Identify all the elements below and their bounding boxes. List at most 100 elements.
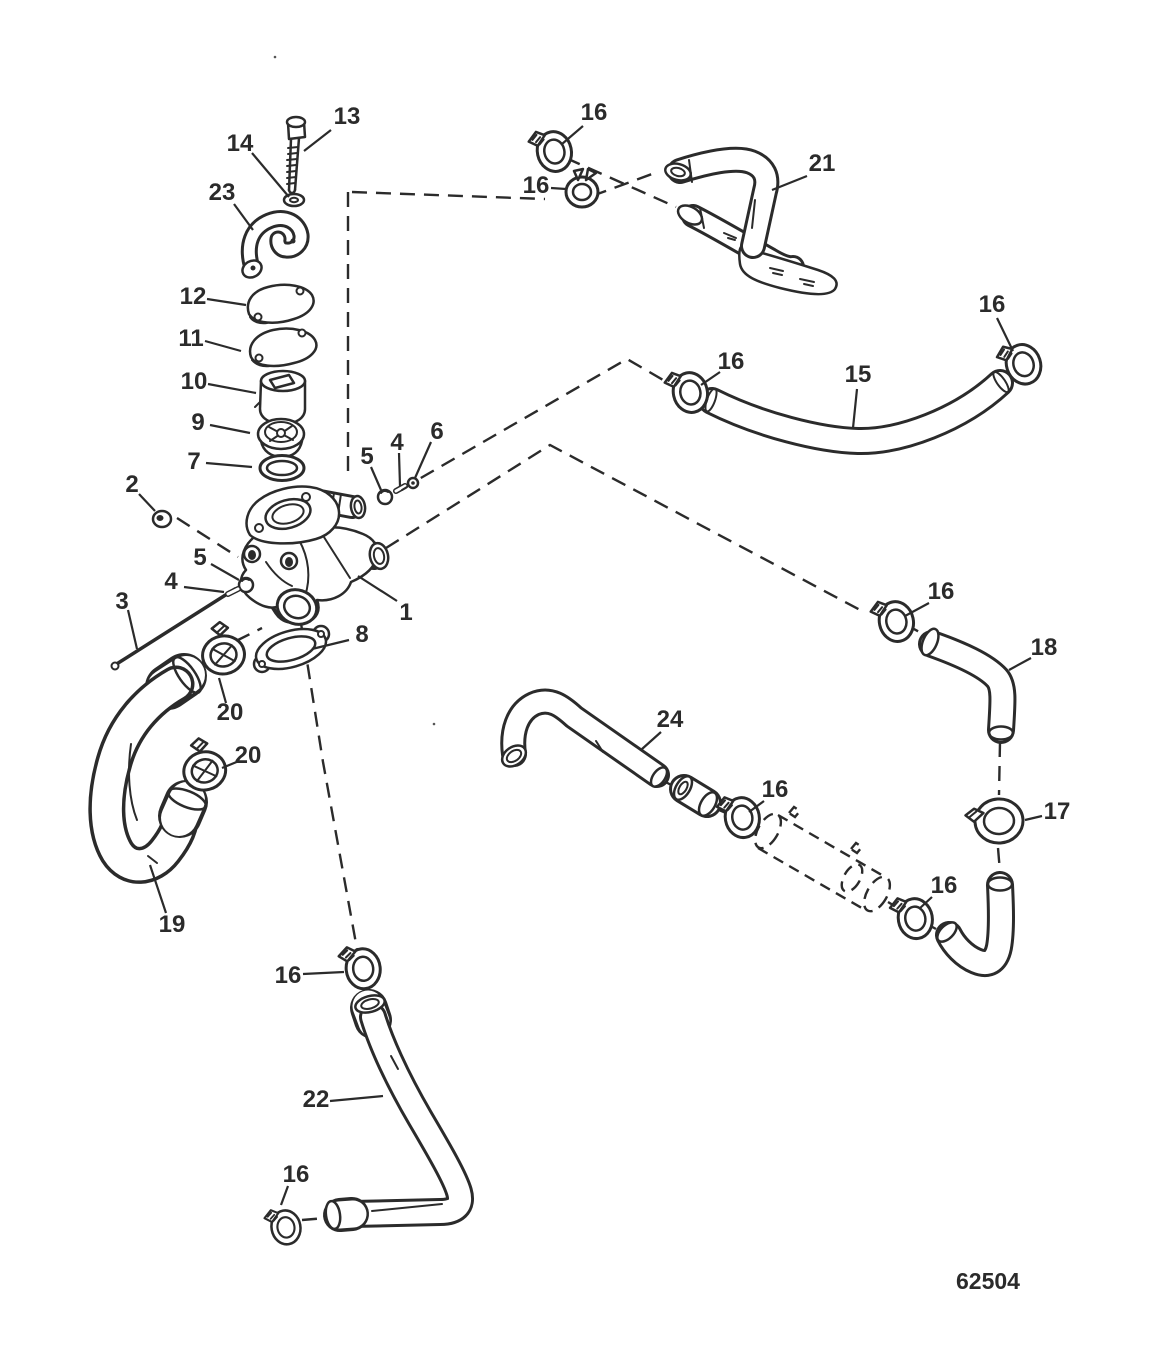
callout-21: 21	[809, 150, 836, 177]
leader-line-4	[183, 585, 225, 594]
callout-19: 19	[159, 911, 186, 938]
callout-9: 9	[191, 409, 204, 436]
part-21-hose-detail	[670, 166, 686, 178]
ghost-cylinder-lower-edge	[757, 846, 868, 913]
callout-16: 16	[581, 99, 608, 126]
part-12-gasket-detail	[249, 316, 268, 325]
leader-line-16	[279, 1185, 290, 1206]
callout-16: 16	[979, 291, 1006, 318]
part-9-thermostat	[256, 417, 306, 459]
part-1-thermostat-housing-detail	[285, 557, 293, 567]
leader-line-10	[207, 382, 257, 395]
leader-line-20	[217, 677, 228, 704]
part-19-hose-detail	[91, 669, 197, 881]
part-9-thermostat-detail	[264, 421, 298, 443]
part-24-hose	[500, 688, 670, 788]
housing-crease-2	[265, 561, 293, 587]
part-8-gasket	[252, 624, 331, 674]
part-15-hose	[698, 369, 1014, 456]
part-18-hose	[918, 627, 1017, 744]
part-10-sleeve-detail	[254, 401, 261, 408]
callout-3: 3	[115, 588, 128, 615]
speck	[273, 55, 277, 59]
part-5-ball-upper-detail	[380, 490, 389, 494]
leader-line-4	[397, 452, 402, 487]
part-12-gasket	[246, 283, 315, 325]
leader-line-1	[357, 575, 398, 602]
callout-2: 2	[125, 471, 138, 498]
callout-1: 1	[399, 599, 412, 626]
callout-23: 23	[209, 179, 236, 206]
leader-line-5	[210, 563, 240, 581]
part-14-washer-detail	[289, 196, 299, 204]
leader-line-23	[233, 203, 254, 231]
part-2-plug	[151, 509, 173, 529]
callout-13: 13	[334, 103, 361, 130]
callout-16: 16	[931, 872, 958, 899]
part-8-gasket-detail	[258, 660, 266, 668]
dashed-line-to-hose18	[385, 443, 863, 613]
callout-15: 15	[845, 361, 872, 388]
leader-line-16	[302, 970, 345, 976]
leader-line-12	[206, 297, 247, 307]
cover-foot-hole	[250, 265, 256, 271]
leader-line-17	[1024, 814, 1043, 822]
leader-line-20	[221, 759, 240, 770]
part-4-pin-upper	[393, 483, 408, 494]
leader-line-13	[303, 129, 332, 152]
part-4-pin-lower-detail	[226, 587, 240, 596]
clamp-16-hose22-bottom	[262, 1204, 305, 1249]
leader-line-9	[209, 423, 251, 435]
part-8-gasket-detail	[265, 635, 317, 663]
part-1-thermostat-housing-detail	[282, 594, 312, 620]
part-19-hose-detail	[147, 855, 158, 864]
hose21-lower-end-cap	[676, 204, 704, 226]
callout-leader-lines	[126, 125, 1043, 1206]
callout-18: 18	[1031, 634, 1058, 661]
part-11-gasket	[248, 327, 318, 368]
hose22-bottom-opening	[324, 1199, 342, 1231]
part-6-screw-detail	[401, 486, 408, 491]
callout-20: 20	[217, 699, 244, 726]
callout-4: 4	[164, 568, 178, 595]
part-4-pin-lower	[225, 586, 241, 597]
part-21-hose-detail	[751, 199, 756, 229]
leader-line-3	[126, 609, 139, 650]
part-10-sleeve	[254, 369, 307, 426]
hose21-lower-hash	[723, 232, 737, 241]
callout-17: 17	[1044, 798, 1071, 825]
clamp-17	[963, 795, 1026, 847]
part-15-hose-detail	[701, 372, 1011, 453]
part-21-hose-detail	[699, 207, 705, 229]
leader-line-2	[138, 493, 156, 512]
part-11-gasket-detail	[251, 359, 271, 368]
pin-shaft	[113, 587, 237, 667]
leader-line-21	[771, 174, 808, 192]
part-22-hose-detail	[325, 1200, 367, 1229]
ghost-cylinder-right-end	[862, 875, 892, 913]
dashed-line-clamp-to-hose21-upper	[591, 172, 653, 198]
callout-5: 5	[360, 443, 373, 470]
leader-line-22	[329, 1094, 384, 1103]
part-1-thermostat-housing-detail	[353, 499, 363, 515]
dashed-line-to-hose22	[298, 616, 361, 961]
callout-14: 14	[227, 130, 254, 157]
elbow-hose-bottom-right	[935, 871, 1015, 977]
leader-line-16	[550, 186, 567, 191]
leader-line-19	[148, 864, 168, 914]
part-13-bolt-detail	[285, 115, 307, 129]
elbow-hose-bottom-right-detail	[938, 874, 1012, 974]
part-1-thermostat-housing-detail	[271, 503, 305, 525]
dashed-line-clamp-to-hose22-end	[301, 1216, 327, 1222]
part-11-gasket-detail	[248, 327, 318, 368]
hose21-paddle-hash	[769, 267, 815, 287]
leader-line-11	[204, 339, 242, 353]
callout-7: 7	[187, 448, 200, 475]
callout-8: 8	[355, 621, 368, 648]
part-5-ball-upper-detail	[376, 488, 394, 506]
part-22-hose	[323, 989, 474, 1232]
bolt-threads	[286, 146, 299, 185]
leader-line-16	[561, 125, 584, 145]
hose18-top-cap	[920, 627, 940, 657]
part-6-screw-detail	[411, 481, 415, 485]
